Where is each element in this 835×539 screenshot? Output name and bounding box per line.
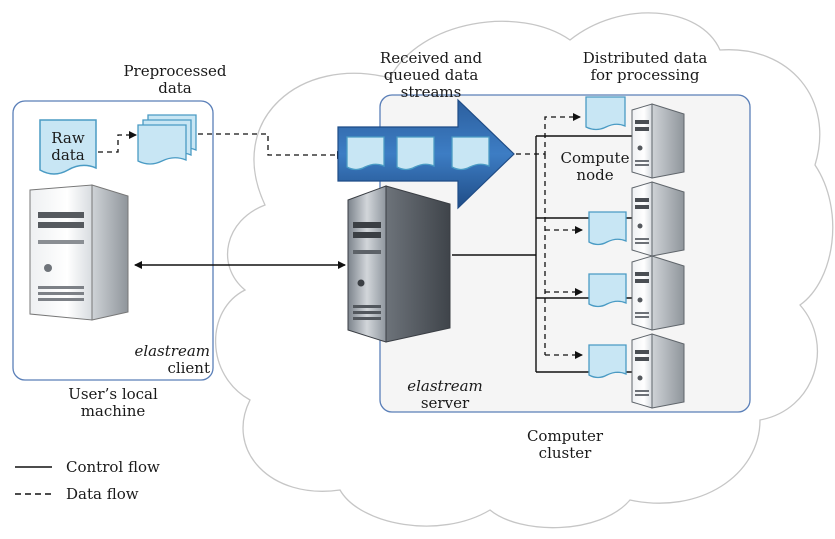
distributed-documents [585, 96, 627, 379]
distributed-document-2 [588, 211, 627, 246]
preprocessed-data-documents [137, 114, 197, 165]
raw-data-label: Raw data [51, 129, 85, 164]
compute-node-server-3 [631, 255, 685, 331]
computer-cluster-label: Computer cluster [526, 427, 604, 462]
dataflow-to-compute-nodes [516, 113, 583, 359]
legend-data-flow-label: Data flow [66, 485, 139, 503]
stream-document-1 [346, 136, 385, 171]
stream-document-3 [451, 136, 490, 171]
elastream-client-label: elastream client [134, 342, 210, 377]
compute-node-server-1 [631, 103, 685, 179]
distributed-document-1 [585, 96, 626, 131]
elastream-server-label: elastream server [407, 377, 483, 412]
elastream-server-icon [347, 185, 451, 343]
users-local-machine-label: User’s local machine [68, 385, 158, 420]
compute-node-label: Compute node [560, 149, 630, 184]
client-server-icon [29, 184, 129, 321]
distributed-data-label: Distributed data for processing [582, 49, 708, 84]
distributed-document-3 [588, 273, 627, 308]
raw-data-document [39, 119, 97, 175]
data-stream-arrow [337, 98, 515, 210]
compute-node-server-4 [631, 333, 685, 409]
preprocessed-data-label: Preprocessed data [123, 62, 227, 97]
received-streams-label: Received and queued data streams [379, 49, 483, 101]
dataflow-preprocessed-to-stream [198, 133, 345, 159]
legend-control-flow-label: Control flow [66, 458, 160, 476]
distributed-document-4 [588, 344, 627, 379]
dataflow-raw-to-preprocessed [98, 131, 137, 153]
stream-document-2 [396, 136, 435, 171]
compute-node-server-2 [631, 181, 685, 257]
